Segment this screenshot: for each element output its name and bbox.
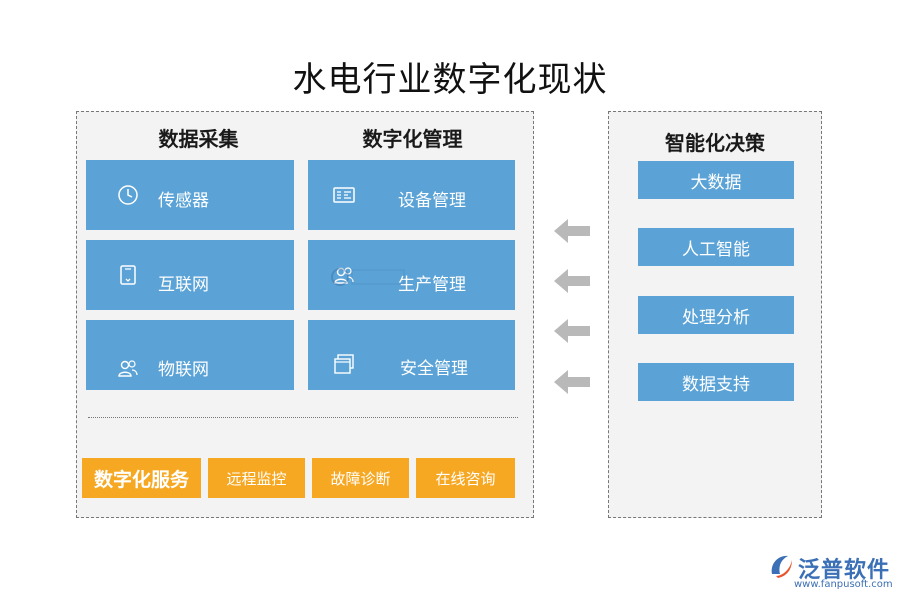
collection-item-iot: 物联网 xyxy=(86,320,294,390)
decision-item-analysis: 处理分析 xyxy=(638,296,794,334)
clock-icon xyxy=(118,185,138,205)
services-heading: 数字化服务 xyxy=(82,458,201,498)
management-heading: 数字化管理 xyxy=(362,127,463,151)
section-divider xyxy=(88,417,518,418)
watermark-logo-icon xyxy=(331,268,405,286)
device-icon xyxy=(333,187,355,203)
collection-item-label: 物联网 xyxy=(158,360,209,380)
management-item-device: 设备管理 xyxy=(308,160,515,230)
management-item-production: 生产管理 xyxy=(308,240,515,310)
service-item-remote-monitoring: 远程监控 xyxy=(208,458,305,498)
collection-item-sensor: 传感器 xyxy=(86,160,294,230)
service-item-online-consult: 在线咨询 xyxy=(416,458,515,498)
collection-item-label: 传感器 xyxy=(158,191,209,211)
management-item-label: 生产管理 xyxy=(398,275,466,295)
arrow-left-icon xyxy=(554,219,590,243)
decision-heading: 智能化决策 xyxy=(665,131,765,155)
arrow-left-icon xyxy=(554,319,590,343)
service-item-fault-diagnosis: 故障诊断 xyxy=(312,458,409,498)
management-item-label: 设备管理 xyxy=(398,191,466,211)
decision-item-ai: 人工智能 xyxy=(638,228,794,266)
decision-item-data-support: 数据支持 xyxy=(638,363,794,401)
management-item-label: 安全管理 xyxy=(400,359,468,379)
decision-item-big-data: 大数据 xyxy=(638,161,794,199)
arrow-left-icon xyxy=(554,370,590,394)
windows-icon xyxy=(334,354,354,374)
brand-name: 泛普软件 xyxy=(798,558,891,583)
users-icon xyxy=(334,267,354,284)
collection-item-internet: 互联网 xyxy=(86,240,294,310)
users-icon xyxy=(118,360,138,377)
page-title: 水电行业数字化现状 xyxy=(292,60,608,100)
collection-heading: 数据采集 xyxy=(158,127,239,151)
management-item-safety: 安全管理 xyxy=(308,320,515,390)
brand-url: www.fanpusoft.com xyxy=(794,579,893,590)
arrow-left-icon xyxy=(554,269,590,293)
collection-item-label: 互联网 xyxy=(158,275,209,295)
tablet-icon xyxy=(120,265,136,285)
brand-logo-icon xyxy=(771,555,792,578)
